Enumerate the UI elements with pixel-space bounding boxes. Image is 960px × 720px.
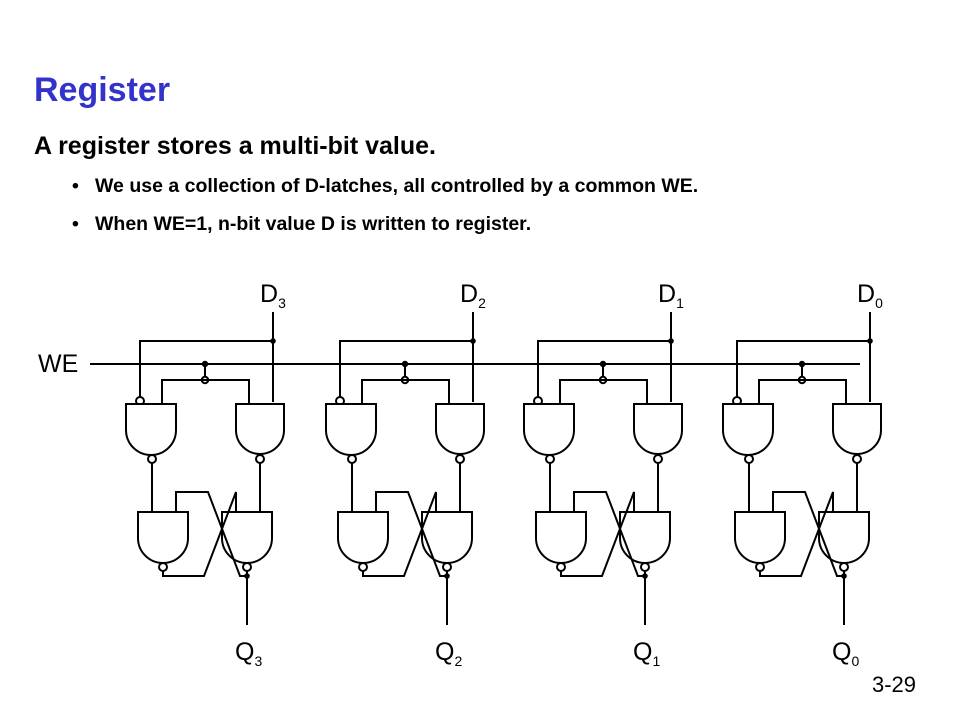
page-number: 3-29 — [872, 672, 917, 697]
bullet-list: • We use a collection of D-latches, all … — [72, 174, 892, 250]
q-output-label-3: Q3 — [235, 638, 262, 669]
nand-gate — [435, 403, 485, 455]
nand-gate — [421, 511, 473, 564]
nand-gate — [535, 511, 587, 564]
bullet-item: • We use a collection of D-latches, all … — [72, 174, 892, 198]
nand-gate — [137, 511, 189, 564]
q-output-label-0: Q0 — [832, 638, 859, 669]
nand-gate — [734, 511, 786, 564]
nand-gate — [337, 511, 389, 564]
q-output-label-2: Q2 — [435, 638, 462, 669]
d-latch-bit-0: D0 Q0 — [722, 280, 883, 669]
d-latch-bit-3: D3 Q3 — [125, 280, 286, 669]
nand-gate — [235, 403, 285, 455]
nand-gate — [523, 403, 575, 456]
bullet-text: We use a collection of D-latches, all co… — [95, 175, 699, 197]
d-latch-bit-1: D1 Q1 — [523, 280, 684, 669]
bullet-text: When WE=1, n-bit value D is written to r… — [95, 213, 532, 236]
d-input-label-0: D0 — [857, 280, 883, 311]
nand-gate — [633, 403, 683, 455]
nand-gate — [221, 511, 273, 564]
nand-gate — [832, 403, 882, 455]
slide-subtitle: A register stores a multi-bit value. — [34, 132, 436, 160]
nand-gate — [619, 511, 671, 564]
d-latch-bit-2: D2 Q2 — [325, 280, 486, 669]
we-label: WE — [38, 350, 78, 378]
bullet-marker: • — [72, 175, 79, 197]
nand-gate — [325, 403, 377, 456]
nand-gate — [818, 511, 870, 564]
bullet-item: • When WE=1, n-bit value D is written to… — [72, 212, 892, 236]
q-output-label-1: Q1 — [633, 638, 660, 669]
bullet-marker: • — [72, 213, 79, 236]
d-input-label-1: D1 — [658, 280, 684, 311]
d-input-label-2: D2 — [460, 280, 486, 311]
nand-gate — [722, 403, 774, 456]
nand-gate — [125, 403, 177, 456]
d-input-label-3: D3 — [260, 280, 286, 311]
slide-title: Register — [34, 71, 171, 109]
